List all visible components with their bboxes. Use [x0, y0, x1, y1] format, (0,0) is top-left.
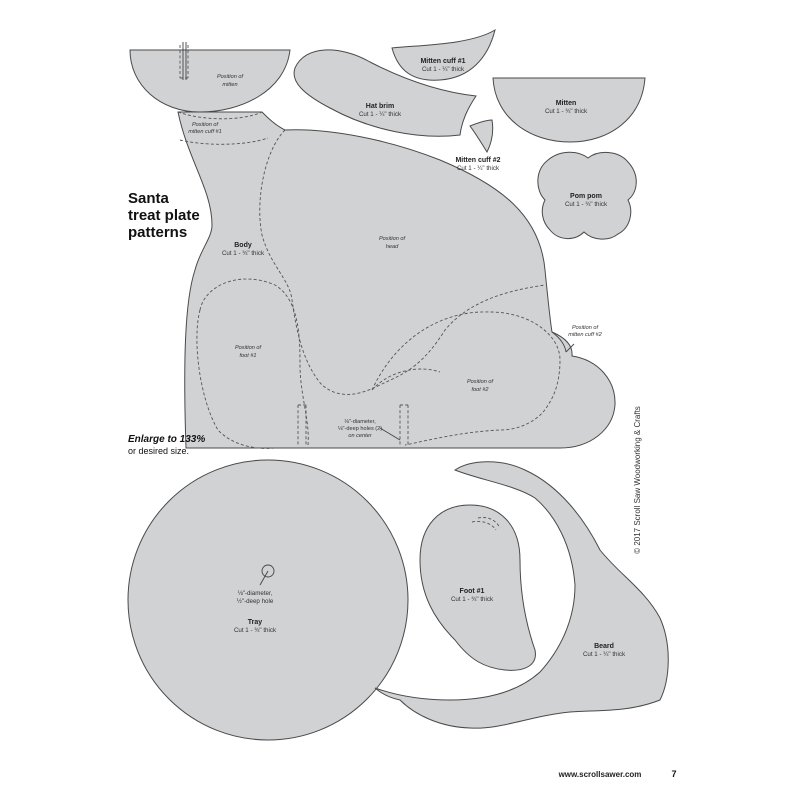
- foot-1-piece: Foot #1 Cut 1 - ¾" thick: [419, 504, 536, 671]
- mitten-cuff-1-piece: Mitten cuff #1 Cut 1 - ¼" thick: [391, 28, 496, 81]
- tray-hole-label-1: ⅛"-diameter,: [238, 590, 273, 597]
- foot-1-name: Foot #1: [460, 588, 485, 595]
- beard-piece: Beard Cut 1 - ¼" thick: [374, 461, 669, 729]
- tray-piece: ⅛"-diameter, ½"-deep hole Tray Cut 1 - ¾…: [127, 459, 409, 741]
- page-number: 7: [671, 769, 676, 779]
- title-block: Santa treat plate patterns: [128, 190, 200, 241]
- mitten-position-piece: Position of mitten: [129, 42, 291, 113]
- pom-pom-cut: Cut 1 - ¾" thick: [565, 201, 608, 208]
- body-piece: Position of mitten cuff #1 Position of h…: [177, 111, 616, 449]
- pom-pom-piece: Pom pom Cut 1 - ¾" thick: [537, 151, 637, 240]
- position-of-foot1-label-2: foot #1: [239, 353, 256, 359]
- enlarge-main: Enlarge to 133%: [128, 434, 205, 445]
- copyright-text: © 2017 Scroll Saw Woodworking & Crafts: [633, 406, 642, 554]
- hat-brim-piece: Hat brim Cut 1 - ¼" thick: [293, 49, 477, 137]
- hat-brim-cut: Cut 1 - ¼" thick: [359, 111, 402, 118]
- position-of-mitten-label-1: Position of: [217, 74, 245, 80]
- enlarge-sub: or desired size.: [128, 446, 189, 456]
- mitten-cut: Cut 1 - ¾" thick: [545, 108, 588, 115]
- mitten-cuff-2-cut: Cut 1 - ¼" thick: [457, 165, 500, 172]
- foot-1-cut: Cut 1 - ¾" thick: [451, 596, 494, 603]
- title-line-2: treat plate: [128, 207, 200, 224]
- tray-name: Tray: [248, 619, 263, 626]
- body-hole-label-1: ⅛"-diameter,: [344, 419, 376, 425]
- position-of-cuff2-label-2: mitten cuff #2: [568, 332, 602, 338]
- body-hole-label-3: on center: [348, 433, 372, 439]
- tray-cut: Cut 1 - ¾" thick: [234, 627, 277, 634]
- body-cut: Cut 1 - ¾" thick: [222, 250, 265, 257]
- mitten-cuff-2-piece: Mitten cuff #2 Cut 1 - ¼" thick: [455, 119, 501, 172]
- position-of-head-label-2: head: [386, 244, 399, 250]
- enlarge-note: Enlarge to 133% or desired size.: [128, 434, 205, 456]
- body-name: Body: [234, 242, 252, 249]
- title-line-1: Santa: [128, 190, 170, 207]
- mitten-piece: Mitten Cut 1 - ¾" thick: [492, 77, 646, 143]
- position-of-cuff1-label-1: Position of: [192, 122, 220, 128]
- body-hole-label-2: ⅛"-deep holes (2): [338, 426, 382, 432]
- position-of-foot2-label-1: Position of: [467, 379, 495, 385]
- beard-name: Beard: [594, 643, 614, 650]
- position-of-head-label-1: Position of: [379, 236, 407, 242]
- position-of-cuff2-label-1: Position of: [572, 325, 600, 331]
- mitten-cuff-2-name: Mitten cuff #2: [455, 157, 500, 164]
- mitten-cuff-1-name: Mitten cuff #1: [420, 58, 465, 65]
- hat-brim-name: Hat brim: [366, 103, 394, 110]
- position-of-foot2-label-2: foot #2: [471, 387, 489, 393]
- position-of-mitten-label-2: mitten: [222, 82, 237, 88]
- beard-cut: Cut 1 - ¼" thick: [583, 651, 626, 658]
- position-of-cuff1-label-2: mitten cuff #1: [188, 129, 222, 135]
- pom-pom-name: Pom pom: [570, 193, 602, 200]
- position-of-foot1-label-1: Position of: [235, 345, 263, 351]
- website-url: www.scrollsawer.com: [558, 770, 642, 779]
- mitten-cuff-1-cut: Cut 1 - ¼" thick: [422, 66, 465, 73]
- tray-hole-label-2: ½"-deep hole: [237, 598, 274, 605]
- title-line-3: patterns: [128, 224, 187, 241]
- mitten-name: Mitten: [556, 100, 577, 107]
